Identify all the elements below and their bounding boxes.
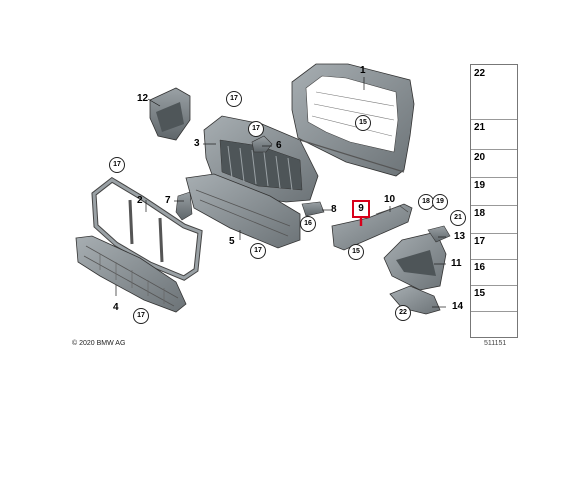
label-4[interactable]: 4 xyxy=(113,302,119,313)
callout-16[interactable]: 16 xyxy=(300,216,316,232)
parts-cell-22[interactable]: 22 xyxy=(471,65,517,120)
part-11-air-guide xyxy=(383,231,447,291)
label-7[interactable]: 7 xyxy=(165,195,171,206)
part-9-10-side-duct xyxy=(331,203,413,251)
callout-15-a[interactable]: 15 xyxy=(355,115,371,131)
callout-21[interactable]: 21 xyxy=(450,210,466,226)
label-14[interactable]: 14 xyxy=(452,301,464,312)
parts-num-22: 22 xyxy=(474,68,486,79)
parts-column: 22 21 20 19 18 17 16 15 xyxy=(470,64,518,338)
callout-15-b[interactable]: 15 xyxy=(348,244,364,260)
part-5-air-duct xyxy=(185,173,301,249)
parts-num-15: 15 xyxy=(474,288,486,299)
parts-cell-20[interactable]: 20 xyxy=(471,149,517,178)
label-11[interactable]: 11 xyxy=(451,258,462,269)
label-10[interactable]: 10 xyxy=(384,194,396,205)
part-1-frame xyxy=(291,63,415,177)
parts-num-16: 16 xyxy=(474,262,486,273)
copyright: © 2020 BMW AG xyxy=(72,340,126,347)
parts-num-19: 19 xyxy=(474,180,486,191)
part-13-clip xyxy=(427,225,451,243)
callout-17-d[interactable]: 17 xyxy=(250,243,266,259)
callout-17-e[interactable]: 17 xyxy=(133,308,149,324)
parts-cell-16[interactable]: 16 xyxy=(471,259,517,286)
callout-17-b[interactable]: 17 xyxy=(248,121,264,137)
label-5[interactable]: 5 xyxy=(229,236,235,247)
callout-17-a[interactable]: 17 xyxy=(226,91,242,107)
leader-lines xyxy=(115,77,446,308)
callout-19[interactable]: 19 xyxy=(432,194,448,210)
label-1[interactable]: 1 xyxy=(360,65,366,76)
label-2[interactable]: 2 xyxy=(137,195,143,206)
label-6[interactable]: 6 xyxy=(276,140,282,151)
part-3-grille-carrier xyxy=(203,115,319,203)
parts-cell-17[interactable]: 17 xyxy=(471,233,517,260)
part-6-clip xyxy=(251,135,273,153)
parts-cell-18[interactable]: 18 xyxy=(471,205,517,234)
parts-num-17: 17 xyxy=(474,236,486,247)
part-2-carrier xyxy=(91,176,203,281)
parts-num-20: 20 xyxy=(474,152,486,163)
callout-22[interactable]: 22 xyxy=(395,305,411,321)
highlighted-label-9[interactable]: 9 xyxy=(352,200,370,218)
parts-cell-15[interactable]: 15 xyxy=(471,285,517,312)
part-8-bracket xyxy=(301,201,325,217)
label-12[interactable]: 12 xyxy=(137,93,149,104)
diagram-number: 511151 xyxy=(484,340,507,347)
parts-cell-19[interactable]: 19 xyxy=(471,177,517,206)
part-12-bracket xyxy=(149,87,191,141)
part-7-bracket xyxy=(175,191,193,221)
label-3[interactable]: 3 xyxy=(194,138,200,149)
callout-17-c[interactable]: 17 xyxy=(109,157,125,173)
part-4-lower-grille xyxy=(75,235,187,313)
label-13[interactable]: 13 xyxy=(454,231,466,242)
parts-cell-21[interactable]: 21 xyxy=(471,119,517,150)
parts-num-21: 21 xyxy=(474,122,486,133)
parts-num-18: 18 xyxy=(474,208,486,219)
label-8[interactable]: 8 xyxy=(331,204,337,215)
